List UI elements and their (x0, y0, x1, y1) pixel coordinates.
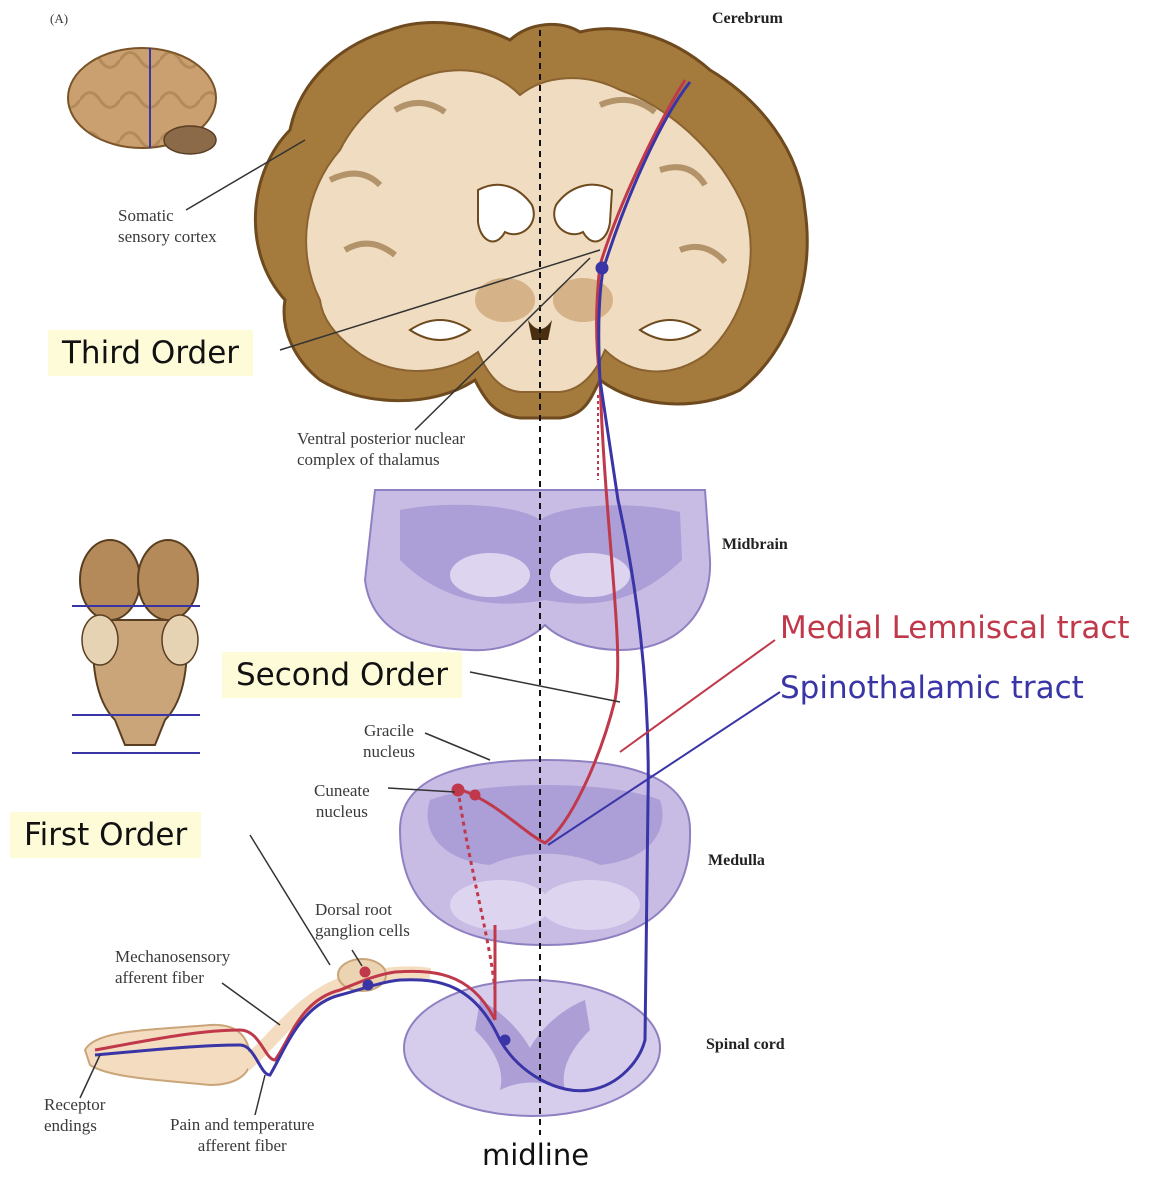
medial-lemniscal-tract-label: Medial Lemniscal tract (780, 610, 1130, 646)
leader-lines (79, 139, 621, 1116)
label-spinal-cord: Spinal cord (706, 1036, 785, 1053)
panel-letter: (A) (50, 11, 69, 26)
second-order-box: Second Order (222, 652, 463, 698)
brain-thumbnail (67, 47, 217, 155)
cerebrum-section (253, 21, 809, 420)
spinothalamic-leader (547, 691, 781, 846)
label-cuneate-nucleus: Cuneate nucleus (314, 781, 370, 821)
label-somatic-sensory-cortex: Somatic sensory cortex (118, 206, 217, 246)
label-dorsal-root-ganglion: Dorsal root ganglion cells (315, 900, 410, 940)
first-order-box: First Order (10, 812, 202, 858)
label-pain-temperature-fiber: Pain and temperature afferent fiber (170, 1115, 315, 1155)
third-order-box: Third Order (48, 330, 254, 376)
medial-lemniscal-leader (619, 639, 776, 753)
label-midbrain: Midbrain (722, 536, 788, 553)
label-mechanosensory-fiber: Mechanosensory afferent fiber (115, 947, 231, 987)
medulla-section (398, 758, 692, 947)
midbrain-section (363, 489, 712, 652)
label-gracile-nucleus: Gracile nucleus (363, 721, 415, 761)
label-cerebrum: Cerebrum (712, 10, 783, 27)
brainstem-thumbnail (72, 539, 200, 754)
spinothalamic-tract-label: Spinothalamic tract (780, 670, 1084, 706)
label-ventral-posterior-thalamus: Ventral posterior nuclear complex of tha… (297, 429, 466, 469)
midline-label: midline (482, 1138, 590, 1172)
label-receptor-endings: Receptor endings (44, 1095, 106, 1135)
spinothalamic-pathway (94, 81, 692, 1093)
spinal-cord-section (403, 979, 661, 1117)
label-medulla: Medulla (708, 852, 765, 869)
medial-lemniscal-pathway (94, 79, 687, 1062)
